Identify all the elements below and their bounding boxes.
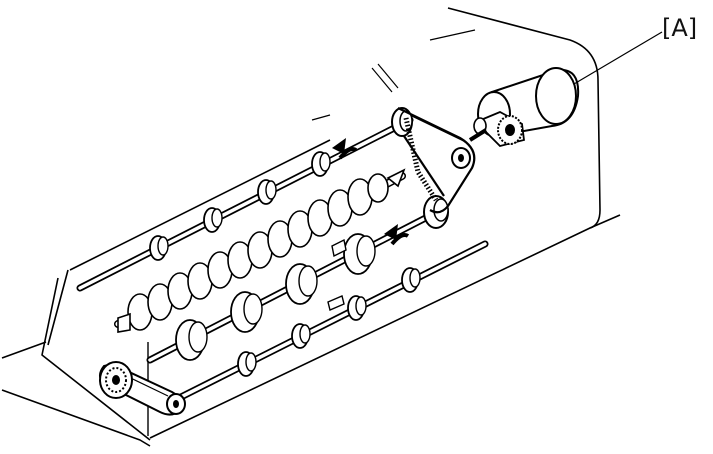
middle-pulley xyxy=(423,195,449,229)
callout-leader-a xyxy=(573,31,663,85)
lower-roller-2 xyxy=(291,323,311,349)
upper-roller-2 xyxy=(203,207,223,233)
callout-label-a: [A] xyxy=(662,14,698,42)
upper-roller-1 xyxy=(149,235,169,261)
lower-roller-3 xyxy=(347,295,367,321)
guide-tab-2 xyxy=(327,295,345,311)
rotation-arrow-upper xyxy=(332,138,358,160)
middle-roller-2 xyxy=(230,291,263,333)
helical-roller xyxy=(114,168,406,333)
left-pulley-gear xyxy=(99,361,133,399)
middle-roller-3 xyxy=(285,263,318,305)
left-drive-belt xyxy=(99,361,186,416)
middle-roller-4 xyxy=(343,233,376,275)
drive-motor xyxy=(468,67,580,147)
upper-roller-4 xyxy=(311,151,331,177)
guide-tab-1 xyxy=(331,238,347,258)
left-pulley-small xyxy=(166,393,186,415)
middle-roller-1 xyxy=(175,319,208,361)
right-timing-belt xyxy=(397,107,476,214)
middle-roller-shaft xyxy=(146,195,449,364)
lower-roller-shaft xyxy=(171,240,489,404)
rotation-arrow-lower xyxy=(384,224,410,246)
lower-roller-4 xyxy=(401,267,421,293)
upper-roller-3 xyxy=(257,179,277,205)
lower-roller-1 xyxy=(237,351,257,377)
